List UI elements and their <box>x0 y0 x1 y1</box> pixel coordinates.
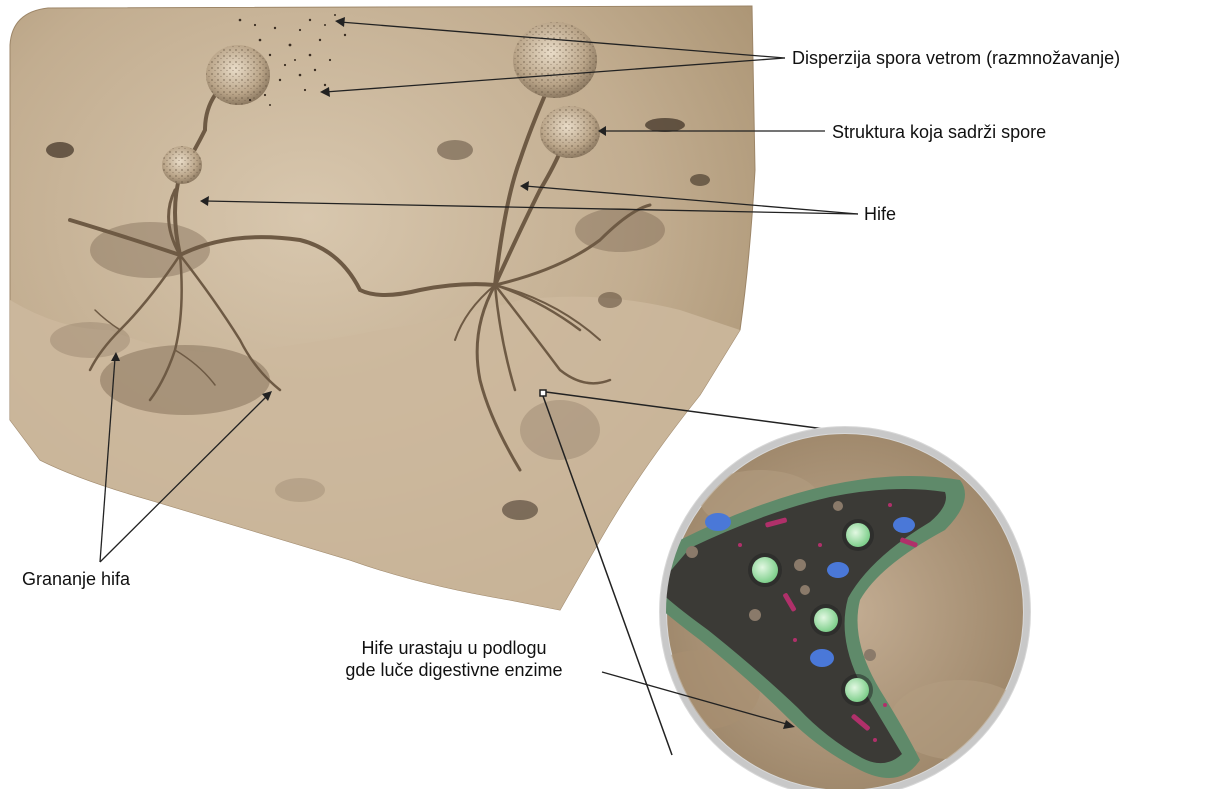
sporangium-left-small <box>162 146 202 184</box>
label-spore-dispersal: Disperzija spora vetrom (razmnožavanje) <box>792 47 1120 69</box>
sporangium-left-large <box>206 45 270 105</box>
sporangium-right-small <box>540 106 600 158</box>
label-hyphae-growth-line2: gde luče digestivne enzime <box>304 659 604 681</box>
label-hyphae-growth: Hife urastaju u podlogu gde luče digesti… <box>304 637 604 681</box>
label-hyphae-branching: Grananje hifa <box>22 568 130 590</box>
magnified-hypha-view <box>640 430 1030 789</box>
substrate-block <box>10 6 755 610</box>
label-hyphae: Hife <box>864 203 896 225</box>
label-spore-structure: Struktura koja sadrži spore <box>832 121 1046 143</box>
label-hyphae-growth-line1: Hife urastaju u podlogu <box>304 637 604 659</box>
sporangium-right-large <box>513 22 597 98</box>
